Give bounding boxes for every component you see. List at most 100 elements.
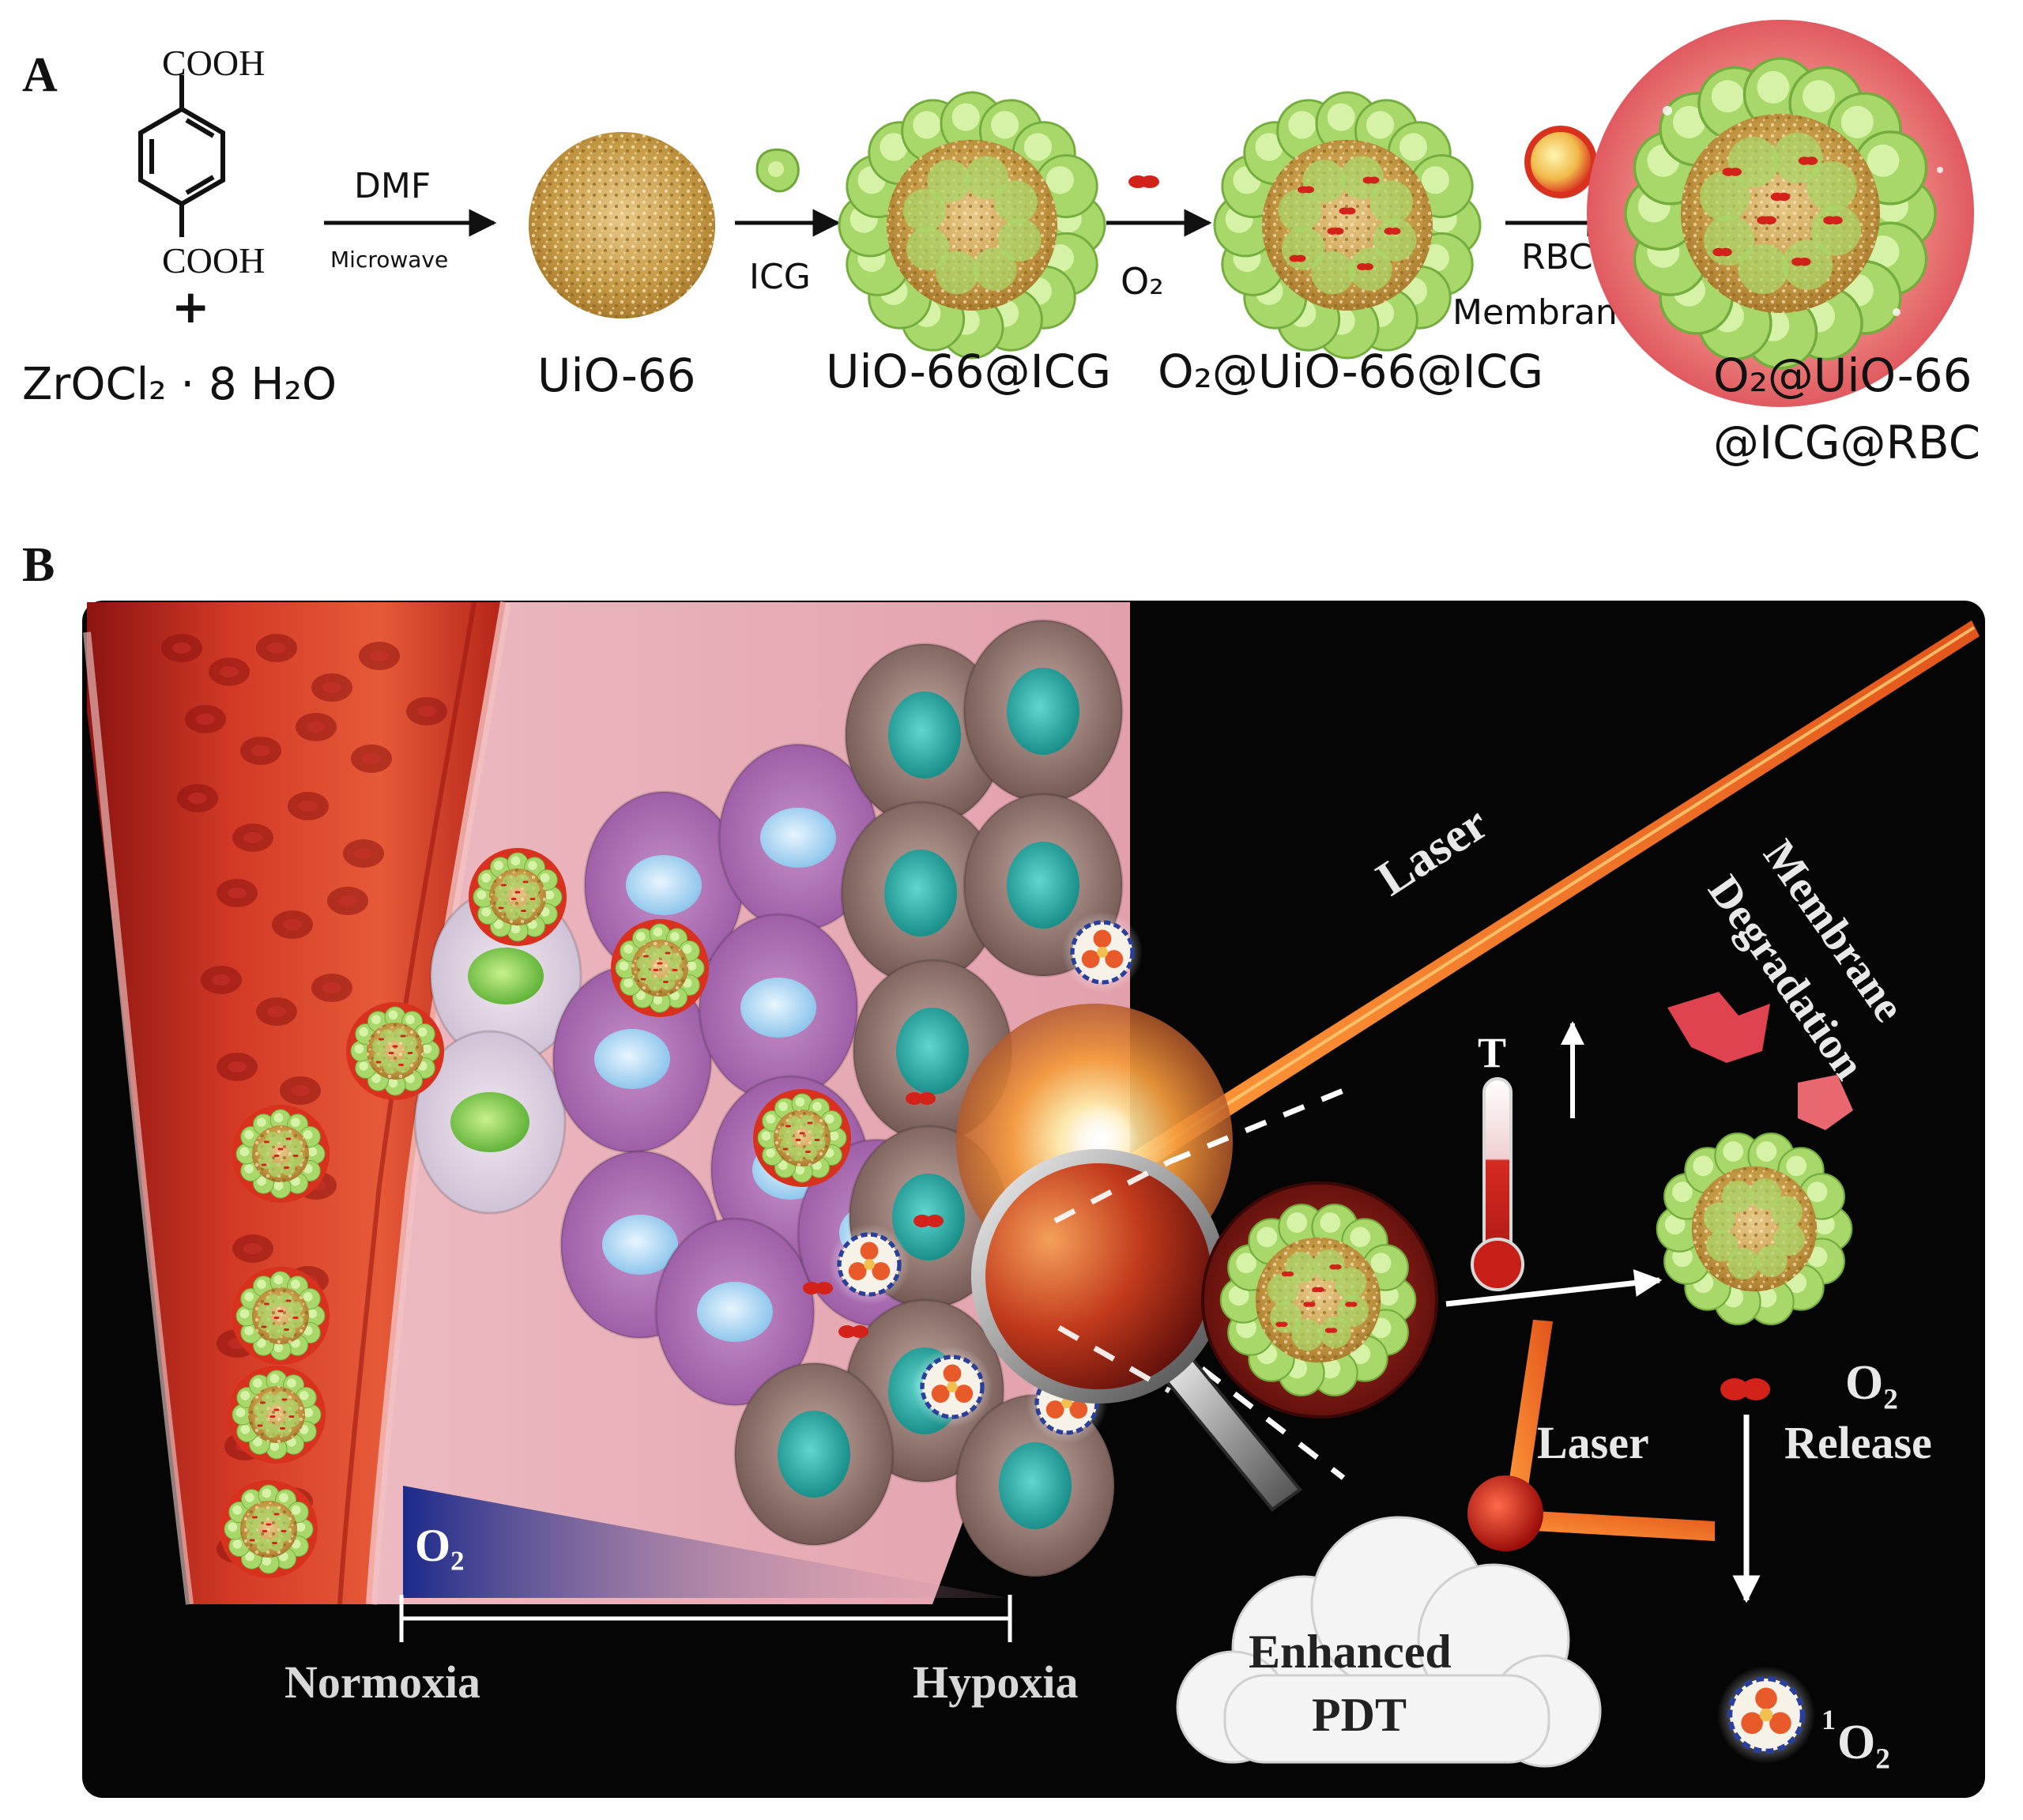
hypoxic-cell-nucleus: [1007, 842, 1079, 929]
o2-dot: [787, 1125, 791, 1128]
normoxia-label: Normoxia: [284, 1656, 480, 1708]
icg-lobe-highlight: [279, 1493, 288, 1503]
icg-inner: [1291, 1319, 1324, 1351]
o2-dot: [655, 969, 659, 971]
o2-dot: [1777, 192, 1791, 202]
icg-lobe-highlight: [544, 890, 555, 900]
icg-lobe-highlight: [262, 1488, 272, 1498]
o2-dot: [378, 1061, 382, 1064]
icg-lobe-highlight: [766, 1114, 776, 1124]
rbc-membrane-icon: [1524, 126, 1597, 198]
o2-dot: [645, 955, 649, 958]
red-blood-cell-center: [338, 895, 357, 906]
o2-dot: [803, 1282, 820, 1294]
icg-lobe-highlight: [1366, 111, 1395, 139]
icg-inner: [258, 1316, 273, 1331]
terephthalic-acid-structure: [138, 75, 225, 237]
o2-dot: [816, 1282, 833, 1294]
icg-inner: [1773, 1223, 1806, 1256]
zoomed-nanoparticle: [1201, 1181, 1438, 1419]
icg-inner: [247, 1529, 262, 1544]
metal-salt-label: ZrOCl₂ · 8 H₂O: [22, 359, 337, 410]
red-blood-cell-center: [267, 642, 286, 654]
icg-lobe-highlight: [1228, 1285, 1249, 1306]
icg-lobe-highlight: [1723, 1141, 1744, 1162]
purple-cell-nucleus: [594, 1029, 670, 1089]
icg-lobe-highlight: [273, 1181, 284, 1191]
icg-inner: [266, 1505, 281, 1521]
rbc-coated-particle: [1587, 20, 1974, 407]
o2-dot: [1333, 228, 1344, 235]
icg-inner: [974, 247, 1017, 292]
icg-lobe-highlight: [1370, 1253, 1392, 1274]
icg-inner: [965, 156, 1008, 200]
icg-lobe-highlight: [359, 1061, 369, 1071]
icg-inner: [254, 1507, 269, 1522]
icg-inner: [994, 180, 1038, 224]
icg-lobe-highlight: [307, 1147, 318, 1157]
o2-dot: [263, 1325, 267, 1328]
red-blood-cell-center: [370, 650, 389, 661]
hypoxic-cell-nucleus: [999, 1442, 1072, 1529]
tumor-cells: [413, 619, 1143, 1578]
purple-cell-nucleus: [626, 855, 702, 915]
icg-lobe-highlight: [1236, 1253, 1256, 1274]
uio66-icg-particle: [838, 91, 1106, 360]
icg-lobe-highlight: [417, 1027, 428, 1037]
o2-dot: [1830, 216, 1843, 224]
icg-lobe-highlight: [619, 961, 629, 971]
purple-cell-nucleus: [740, 978, 816, 1038]
icg-inner: [278, 1292, 293, 1308]
o2-dot: [284, 1398, 288, 1401]
icg-lobe-highlight: [494, 861, 503, 871]
icg-inner: [525, 882, 540, 897]
icg-inner: [266, 1294, 281, 1309]
nanoparticle: [838, 91, 1106, 360]
icg-lobe-highlight: [307, 1309, 318, 1319]
o2-dot: [1295, 254, 1306, 262]
icg-lobe-highlight: [510, 924, 521, 934]
icg-lobe-highlight: [287, 1378, 296, 1389]
singlet-lobe: [872, 1262, 891, 1280]
icg-lobe-highlight: [1786, 1155, 1807, 1177]
icg-inner: [266, 1132, 281, 1147]
icg-lobe-highlight: [778, 1160, 788, 1170]
o2-dot: [288, 1299, 292, 1302]
step-2-below: ICG: [749, 257, 811, 297]
membrane-fragments: [1667, 992, 1853, 1130]
icg-inner: [505, 905, 520, 921]
icg-inner: [1281, 227, 1325, 270]
product-2-name: UiO-66@ICG: [826, 345, 1111, 398]
icg-inner: [515, 873, 530, 889]
o2-dot: [851, 1325, 868, 1338]
icg-lobe-highlight: [244, 1130, 254, 1140]
icg-lobe-highlight: [257, 1338, 266, 1348]
singlet-lobe: [860, 1242, 879, 1260]
icg-inner: [636, 955, 652, 970]
icg-inner: [1738, 243, 1789, 295]
icg-inner: [809, 1123, 824, 1138]
icg-inner: [1749, 1178, 1781, 1210]
icg-inner: [1699, 171, 1750, 222]
hypoxia-label: Hypoxia: [913, 1656, 1079, 1708]
o2-dot: [838, 1325, 856, 1338]
product-4-name-2: @ICG@RBC: [1713, 416, 1980, 469]
red-blood-cell-center: [267, 1006, 286, 1017]
o2-dot: [262, 1401, 266, 1404]
o2-dot: [272, 1415, 276, 1418]
singlet-center: [1759, 1708, 1773, 1722]
hypoxic-cell-nucleus: [1007, 668, 1079, 755]
icg-lobe-highlight: [291, 1117, 300, 1128]
singlet-lobe: [1769, 1712, 1791, 1735]
icg-inner: [1810, 205, 1862, 256]
icg-inner: [284, 1400, 299, 1415]
purple-cell-nucleus: [602, 1215, 678, 1275]
icg-lobe-highlight: [1255, 133, 1283, 161]
o2-dot: [500, 906, 504, 910]
singlet-lobe: [1069, 1400, 1088, 1419]
singlet-lobe: [1081, 950, 1100, 968]
icg-inner: [268, 1162, 283, 1178]
icg-lobe-highlight: [273, 1113, 284, 1123]
red-blood-cell-center: [299, 801, 318, 812]
red-blood-cell-center: [322, 982, 341, 993]
